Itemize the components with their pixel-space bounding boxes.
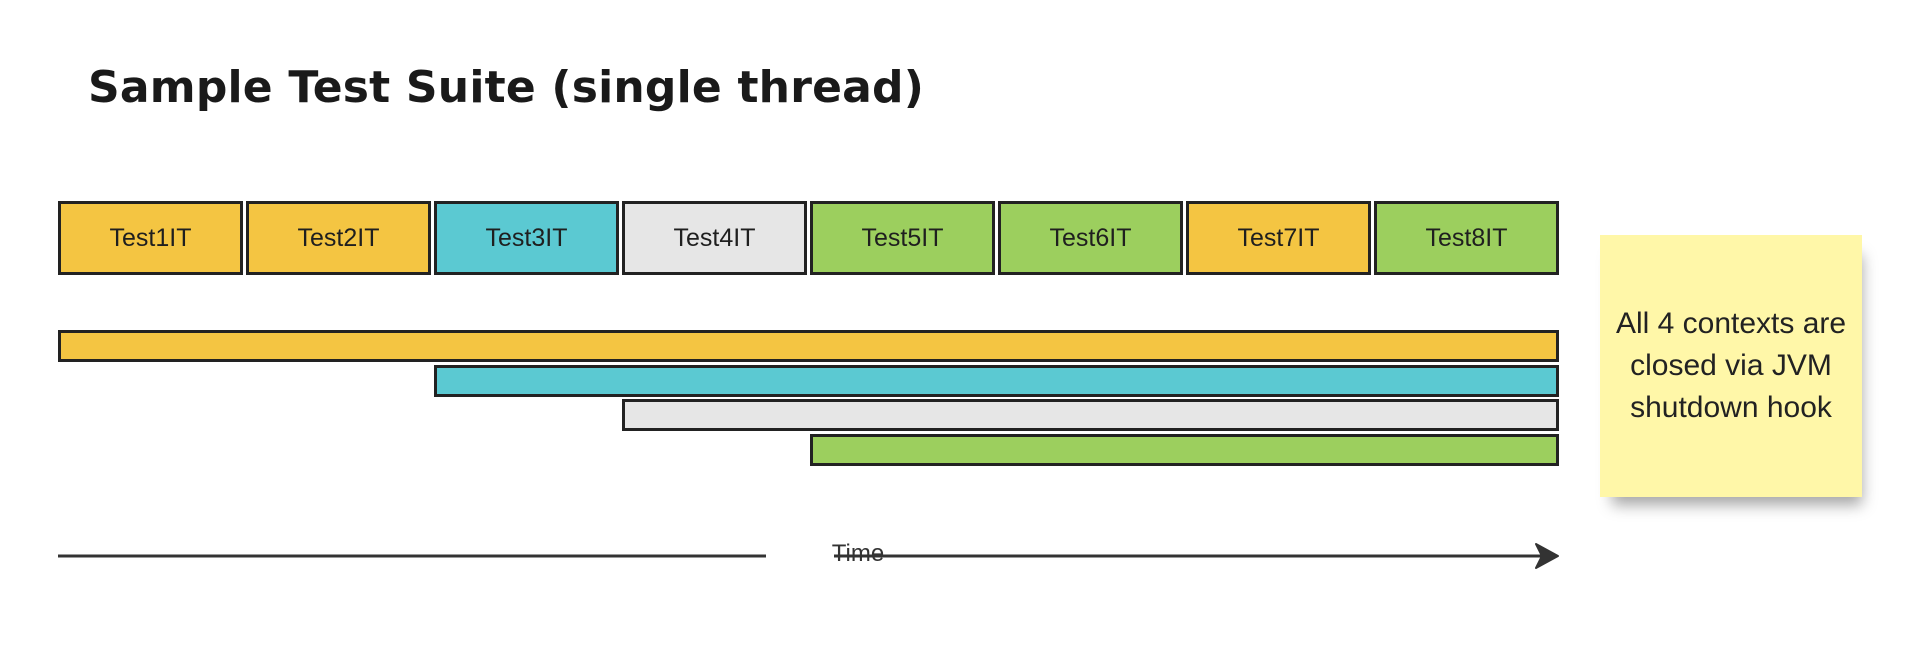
test-box: Test6IT [998, 201, 1183, 275]
context-lifetime-bar [434, 365, 1559, 397]
arrow-right-icon [58, 543, 1559, 569]
sticky-note: All 4 contexts are closed via JVM shutdo… [1600, 235, 1862, 497]
test-box: Test8IT [1374, 201, 1559, 275]
page-title: Sample Test Suite (single thread) [88, 62, 925, 113]
test-box: Test1IT [58, 201, 243, 275]
context-lifetime-bar [622, 399, 1559, 431]
time-axis-label: Time [831, 540, 885, 567]
test-box: Test7IT [1186, 201, 1371, 275]
context-lifetime-bar [58, 330, 1559, 362]
sticky-note-text: All 4 contexts are closed via JVM shutdo… [1615, 307, 1847, 424]
context-lifetime-bar [810, 434, 1559, 466]
test-box: Test3IT [434, 201, 619, 275]
test-box: Test5IT [810, 201, 995, 275]
test-box: Test4IT [622, 201, 807, 275]
time-axis: Time [58, 536, 1562, 576]
test-box: Test2IT [246, 201, 431, 275]
